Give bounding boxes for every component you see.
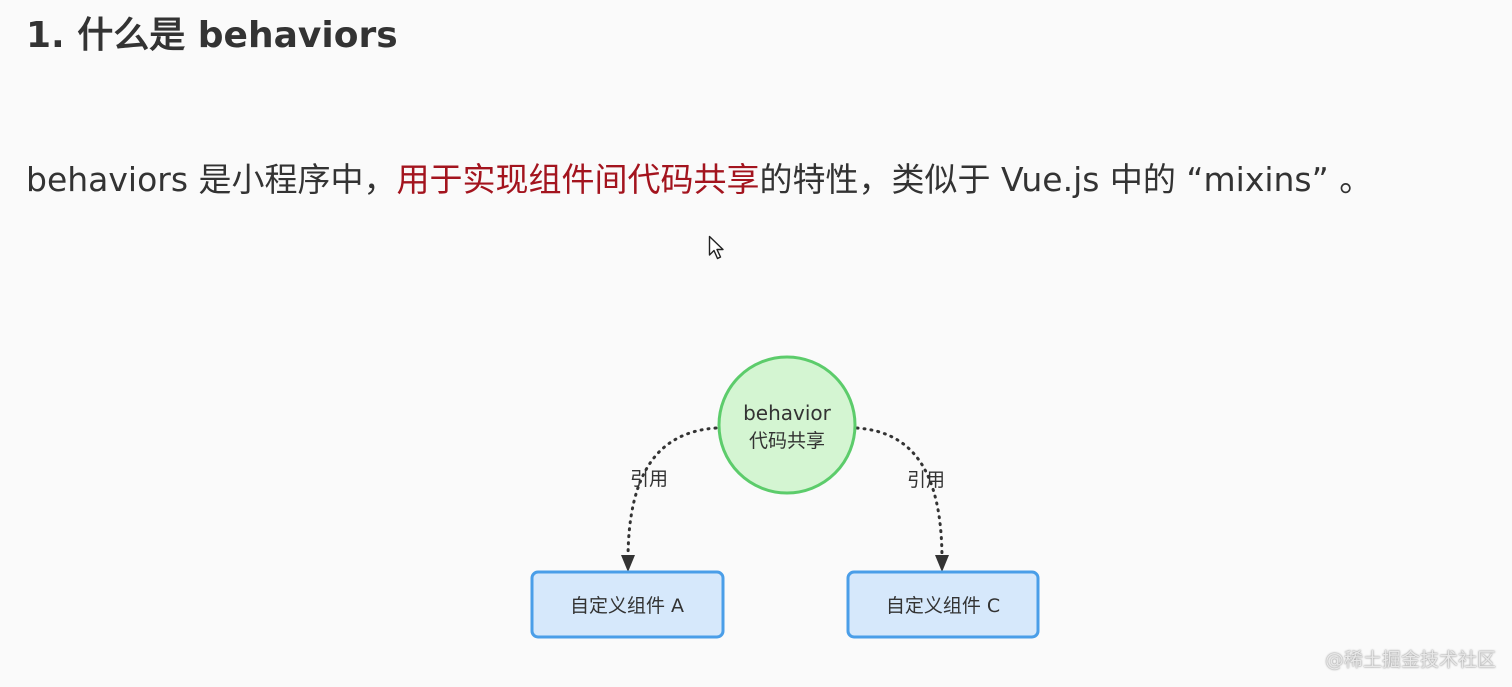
right-arrowhead — [935, 555, 949, 572]
intro-text-before: behaviors 是小程序中， — [26, 160, 397, 199]
left-edge-label: 引用 — [630, 468, 668, 490]
component-a-node — [530, 570, 725, 639]
behavior-node — [717, 355, 857, 495]
behavior-node-title: behavior — [743, 401, 832, 425]
intro-text-after: 的特性，类似于 Vue.js 中的 “mixins” 。 — [759, 160, 1373, 199]
intro-text-highlight: 用于实现组件间代码共享 — [396, 160, 760, 199]
intro-paragraph: behaviors 是小程序中，用于实现组件间代码共享的特性，类似于 Vue.j… — [26, 156, 1372, 204]
component-c-label: 自定义组件 C — [886, 595, 1000, 617]
component-c-node — [846, 570, 1040, 639]
component-a-label: 自定义组件 A — [570, 595, 684, 617]
left-reference-arrow — [626, 426, 718, 562]
left-arrowhead — [621, 555, 635, 572]
watermark: @稀土掘金技术社区 — [1324, 649, 1496, 671]
behavior-node-subtitle: 代码共享 — [749, 430, 825, 452]
page-title: 1. 什么是 behaviors — [26, 15, 398, 56]
right-reference-arrow — [855, 426, 944, 562]
right-edge-label: 引用 — [907, 469, 945, 491]
mouse-pointer-icon — [708, 235, 724, 260]
